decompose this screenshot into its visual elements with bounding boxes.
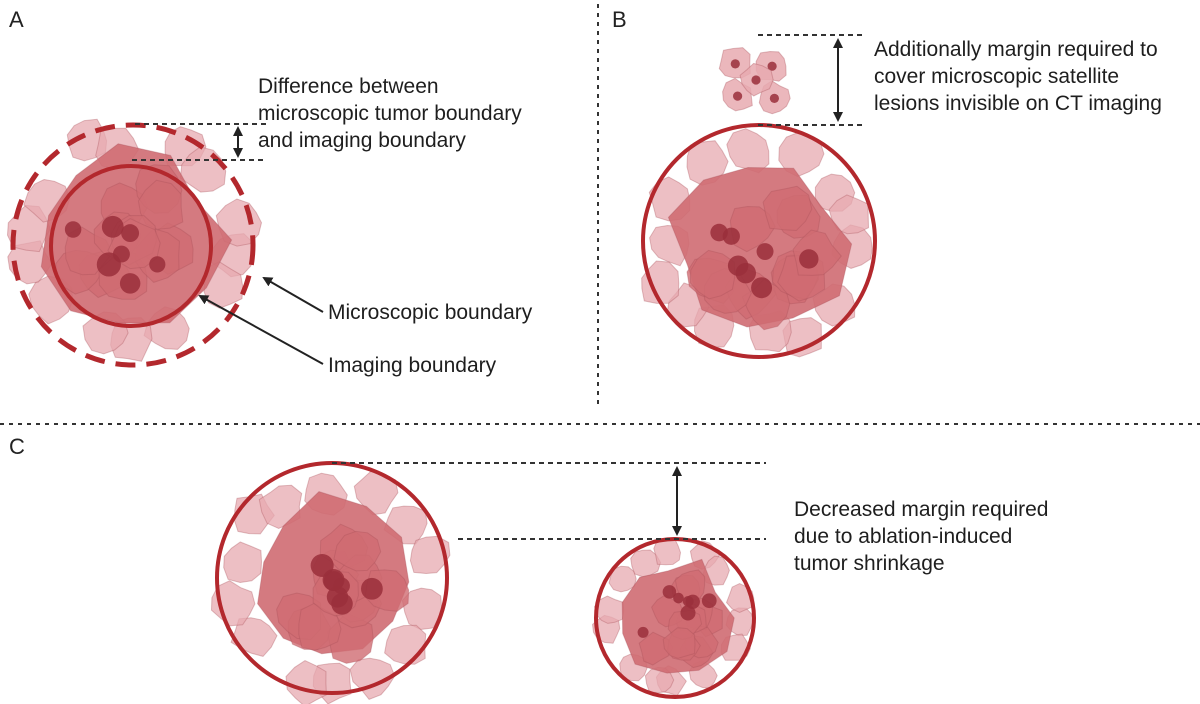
imaging-pointer-arrow [198,295,324,365]
tumor-cluster-icon [641,128,873,358]
panel-a [6,118,324,368]
panel-b [641,34,877,359]
microscopic-pointer-arrow [262,277,324,313]
tumor-cluster-icon [210,469,451,704]
imaging-boundary-circle [49,164,213,328]
panel-c [210,461,766,704]
satellite-lesion-icon [718,47,791,115]
microscopic-boundary-circle [10,122,256,368]
tumor-cluster-icon [6,118,263,362]
